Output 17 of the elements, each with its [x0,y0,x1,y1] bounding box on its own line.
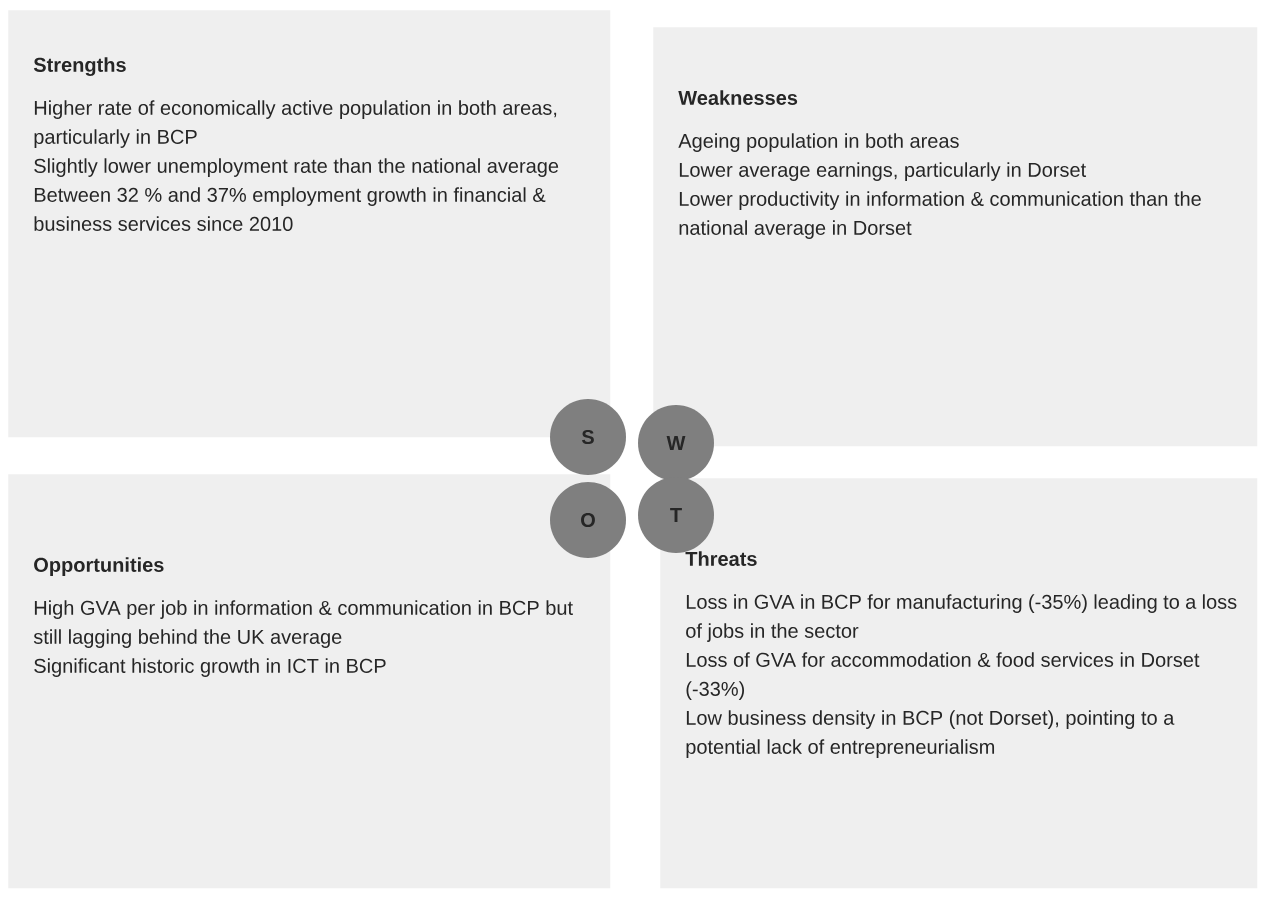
box-heading: Strengths [33,57,126,76]
swot-point: Lower productivity in information & communication than the national average in Dorset [679,191,1201,239]
box-heading: Opportunities [34,557,164,576]
box-heading: Weaknesses [678,90,798,105]
swot-point: Slightly lower unemployment rate than the national average [34,158,559,177]
swot-point: Low business density in BCP (not Dorset), pointing to a potential lack of entrepreneurialism [686,710,1175,758]
swot-point: Higher rate of economically active population in both areas, particularly in BCP [34,100,557,148]
box-heading: Threats [685,551,757,566]
swot-point: Loss in GVA in BCP for manufacturing (-35%) leading to a loss of jobs in the sector [686,594,1237,642]
swot-point: Between 32 % and 37% employment growth in financial & business services since 2010 [34,187,546,231]
quadrant-box [660,478,1258,889]
swot-point: Lower average earnings, particularly in Dorset [679,162,1086,181]
swot-point: High GVA per job in information & communication in BCP but still lagging behind the UK average [33,600,573,648]
quadrant-box [8,474,611,889]
swot-point: Loss of GVA for accommodation & food services in Dorset (-33%) [686,652,1200,700]
swot-point: Significant historic growth in ICT in BCP [34,658,386,677]
swot-point: Ageing population in both areas [678,133,959,152]
